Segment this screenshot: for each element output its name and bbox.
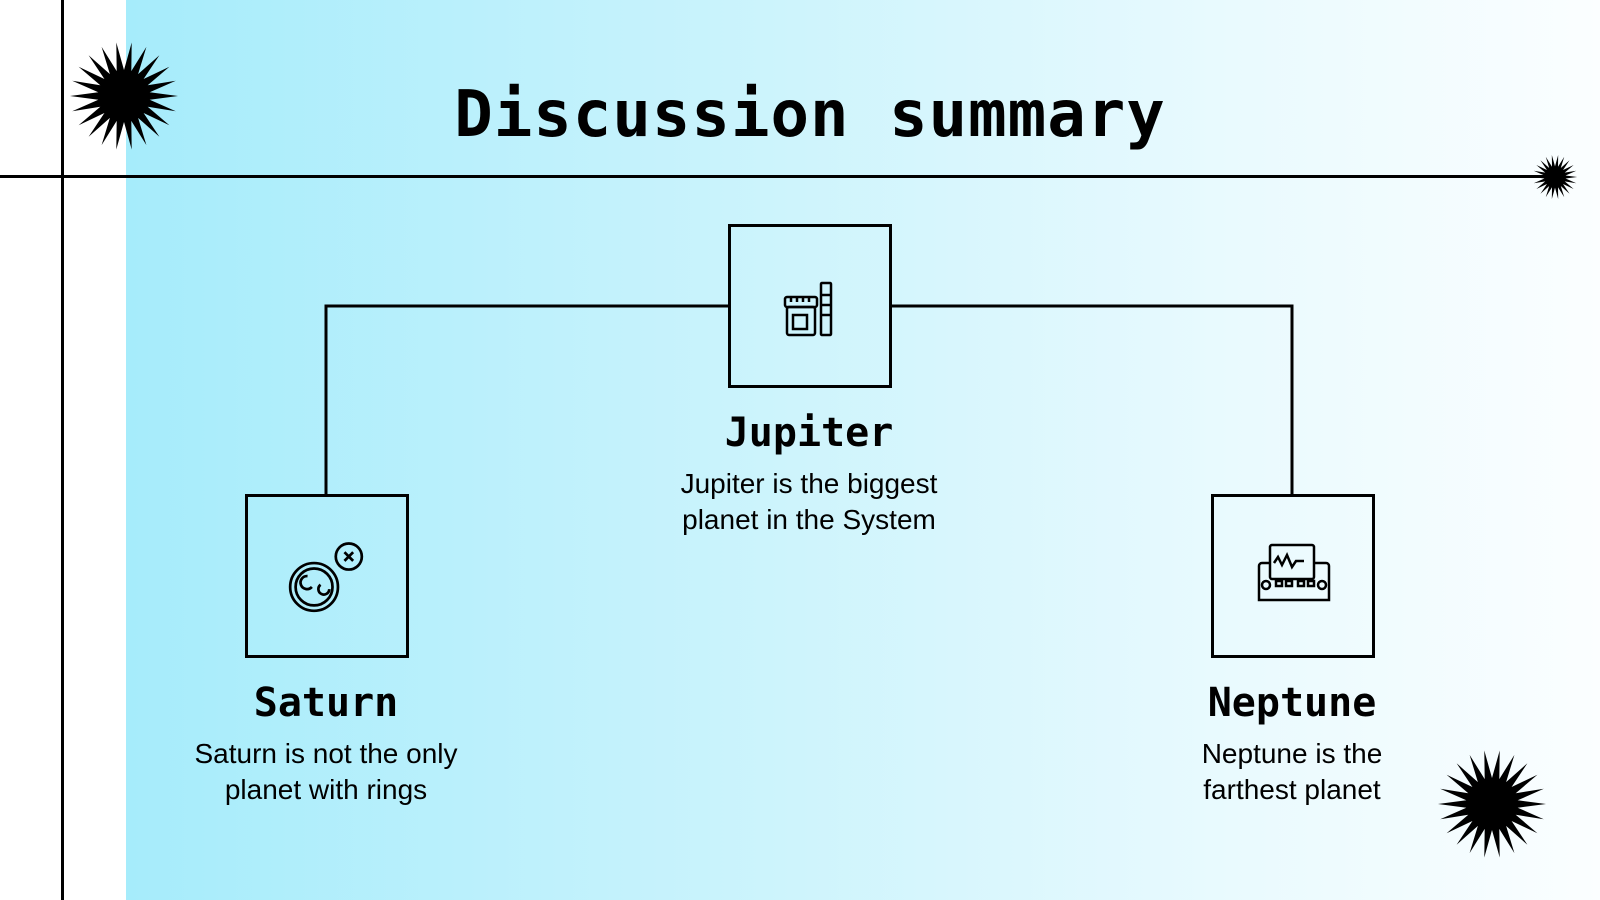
vertical-divider <box>61 0 64 900</box>
saturn-title: Saturn <box>253 680 399 726</box>
jupiter-description: Jupiter is the biggest planet in the Sys… <box>609 466 1009 538</box>
neptune-desc-line1: Neptune is the <box>1201 738 1383 769</box>
neptune-desc-line2: farthest planet <box>1203 774 1381 805</box>
starburst-right <box>1532 155 1578 199</box>
petri-dish-icon <box>288 542 364 613</box>
horizontal-divider <box>0 175 1545 178</box>
neptune-description: Neptune is the farthest planet <box>1092 736 1492 808</box>
starburst-bottom-right <box>1438 750 1546 858</box>
gradient-background <box>126 0 1600 900</box>
jupiter-icon-box <box>728 224 892 388</box>
jupiter-desc-line1: Jupiter is the biggest <box>680 468 938 499</box>
saturn-desc-line2: planet with rings <box>224 774 428 805</box>
jupiter-title: Jupiter <box>724 410 894 456</box>
lab-sample-jar-icon <box>783 281 833 337</box>
monitor-device-icon <box>1257 543 1331 602</box>
neptune-icon-box <box>1211 494 1375 658</box>
saturn-desc-line1: Saturn is not the only <box>194 738 458 769</box>
saturn-description: Saturn is not the only planet with rings <box>126 736 526 808</box>
saturn-icon-box <box>245 494 409 658</box>
neptune-title: Neptune <box>1207 680 1377 726</box>
jupiter-desc-line2: planet in the System <box>682 504 936 535</box>
page-title: Discussion summary <box>454 78 1166 152</box>
starburst-top-left <box>70 42 178 150</box>
